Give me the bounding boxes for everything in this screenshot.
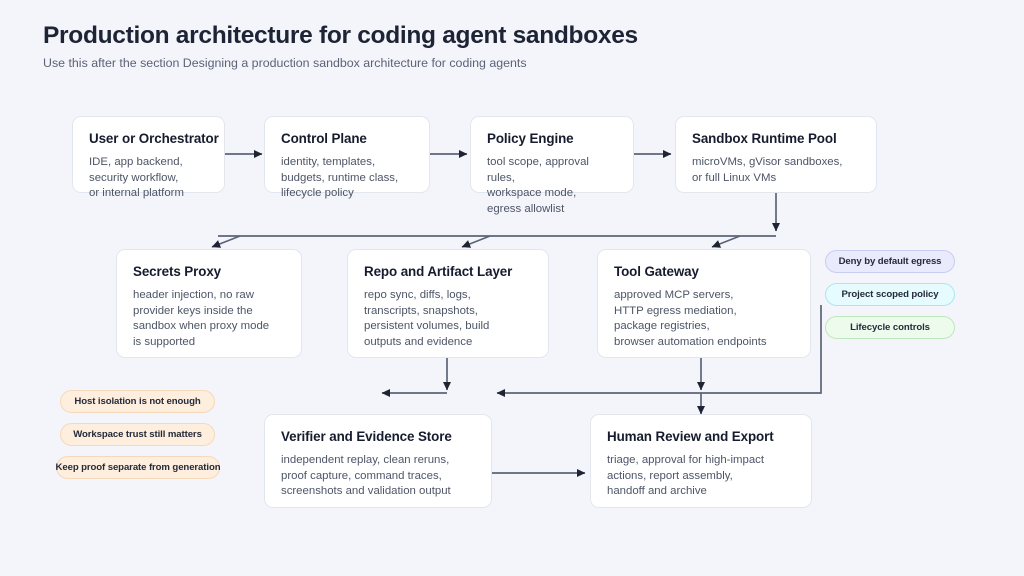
node-title: Control Plane [281, 131, 367, 146]
node-description: tool scope, approval rules, workspace mo… [487, 156, 589, 215]
node-secrets-proxy[interactable]: Secrets Proxy header injection, no raw p… [116, 249, 302, 358]
pill-keep-proof-separate-from-generation[interactable]: Keep proof separate from generation [55, 456, 221, 479]
pill-label: Keep proof separate from generation [55, 462, 221, 473]
node-user-or-orchestrator[interactable]: User or Orchestrator IDE, app backend, s… [72, 116, 225, 199]
node-description: triage, approval for high-impact actions… [607, 454, 765, 498]
pill-lifecycle-controls[interactable]: Lifecycle controls [825, 316, 955, 339]
node-title: Human Review and Export [607, 429, 774, 444]
node-description: independent replay, clean reruns, proof … [281, 454, 451, 498]
node-description: repo sync, diffs, logs, transcripts, sna… [364, 289, 490, 348]
pill-label: Project scoped policy [841, 289, 939, 300]
pill-label: Host isolation is not enough [74, 396, 201, 407]
node-human-review-and-export[interactable]: Human Review and Export triage, approval… [590, 414, 812, 508]
node-title: Tool Gateway [614, 264, 699, 279]
node-description: microVMs, gVisor sandboxes, or full Linu… [692, 156, 843, 184]
pill-workspace-trust-still-matters[interactable]: Workspace trust still matters [60, 423, 215, 446]
node-description: approved MCP servers, HTTP egress mediat… [614, 289, 767, 348]
node-title: Secrets Proxy [133, 264, 222, 279]
node-verifier-and-evidence-store[interactable]: Verifier and Evidence Store independent … [264, 414, 492, 508]
pill-host-isolation-is-not-enough[interactable]: Host isolation is not enough [60, 390, 215, 413]
edge-bus-to-tool-gateway [711, 235, 741, 248]
pill-label: Deny by default egress [838, 256, 942, 267]
node-description: IDE, app backend, security workflow, or … [89, 156, 184, 200]
node-repo-and-artifact-layer[interactable]: Repo and Artifact Layer repo sync, diffs… [347, 249, 549, 358]
node-description: header injection, no raw provider keys i… [133, 289, 270, 348]
edge-bus-to-secrets-proxy [211, 235, 241, 248]
node-title: Sandbox Runtime Pool [692, 131, 837, 146]
node-sandbox-runtime-pool[interactable]: Sandbox Runtime Pool microVMs, gVisor sa… [675, 116, 877, 193]
node-control-plane[interactable]: Control Plane identity, templates, budge… [264, 116, 430, 199]
pill-deny-by-default-egress[interactable]: Deny by default egress [825, 250, 955, 273]
page-subtitle: Use this after the section Designing a p… [43, 56, 527, 70]
node-title: Policy Engine [487, 131, 574, 146]
pill-project-scoped-policy[interactable]: Project scoped policy [825, 283, 955, 306]
node-tool-gateway[interactable]: Tool Gateway approved MCP servers, HTTP … [597, 249, 811, 358]
page-title: Production architecture for coding agent… [43, 22, 638, 49]
pill-label: Lifecycle controls [850, 322, 930, 333]
node-title: Repo and Artifact Layer [364, 264, 513, 279]
node-title: Verifier and Evidence Store [281, 429, 452, 444]
node-policy-engine[interactable]: Policy Engine tool scope, approval rules… [470, 116, 634, 215]
edge-bus-to-repo-layer [461, 235, 491, 248]
node-title: User or Orchestrator [89, 131, 219, 146]
pill-label: Workspace trust still matters [73, 429, 202, 440]
node-description: identity, templates, budgets, runtime cl… [281, 156, 399, 200]
